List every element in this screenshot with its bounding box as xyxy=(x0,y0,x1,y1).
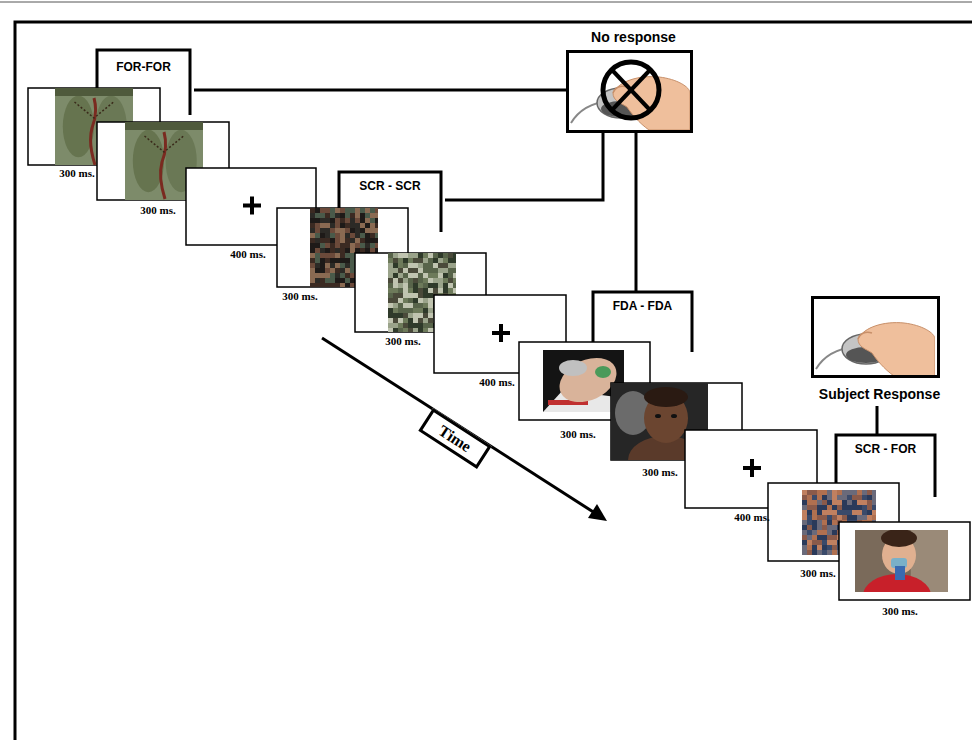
time-arrow xyxy=(322,338,598,515)
hand-mouse-icon xyxy=(814,299,935,376)
condition-bracket: FDA - FDA xyxy=(589,292,696,325)
top-rule xyxy=(0,2,972,3)
response-label: Subject Response xyxy=(811,386,948,402)
response-label: No response xyxy=(566,28,701,48)
duration-label: 300 ms. xyxy=(800,567,835,579)
response-box: No response xyxy=(566,28,701,133)
condition-bracket: SCR - FOR xyxy=(832,435,939,468)
duration-label: 400 ms. xyxy=(734,511,769,523)
response-connector xyxy=(445,133,603,200)
condition-label: FOR-FOR xyxy=(93,60,194,74)
response-connector xyxy=(635,133,638,292)
duration-label: 300 ms. xyxy=(560,428,595,440)
fixation-cross xyxy=(750,459,754,477)
duration-label: 300 ms. xyxy=(385,335,420,347)
duration-label: 300 ms. xyxy=(59,167,94,179)
condition-label: SCR - FOR xyxy=(832,442,939,456)
condition-label: SCR - SCR xyxy=(335,179,445,193)
time-arrowhead xyxy=(588,504,607,521)
response-icon-frame xyxy=(811,296,940,378)
stimulus-image xyxy=(855,530,948,592)
hand-mouse-icon xyxy=(569,53,690,130)
duration-label: 300 ms. xyxy=(642,466,677,478)
duration-label: 300 ms. xyxy=(140,204,175,216)
fixation-cross xyxy=(499,324,503,342)
duration-label: 400 ms. xyxy=(230,248,265,260)
response-box: Subject Response xyxy=(811,296,948,406)
fixation-cross xyxy=(250,197,254,215)
response-connector xyxy=(876,406,879,435)
time-label: Time xyxy=(435,421,474,455)
pair-bracket xyxy=(97,50,190,115)
response-icon-frame xyxy=(566,50,693,133)
duration-label: 300 ms. xyxy=(882,605,917,617)
duration-label: 400 ms. xyxy=(479,376,514,388)
stimulus-frame xyxy=(277,208,408,288)
condition-bracket: SCR - SCR xyxy=(335,172,445,205)
condition-label: FDA - FDA xyxy=(589,299,696,313)
response-connector xyxy=(194,89,566,92)
outer-frame xyxy=(15,22,972,740)
duration-label: 300 ms. xyxy=(282,290,317,302)
time-label-box: Time xyxy=(418,408,491,469)
stimulus-frame xyxy=(839,522,970,618)
condition-bracket: FOR-FOR xyxy=(93,50,194,95)
